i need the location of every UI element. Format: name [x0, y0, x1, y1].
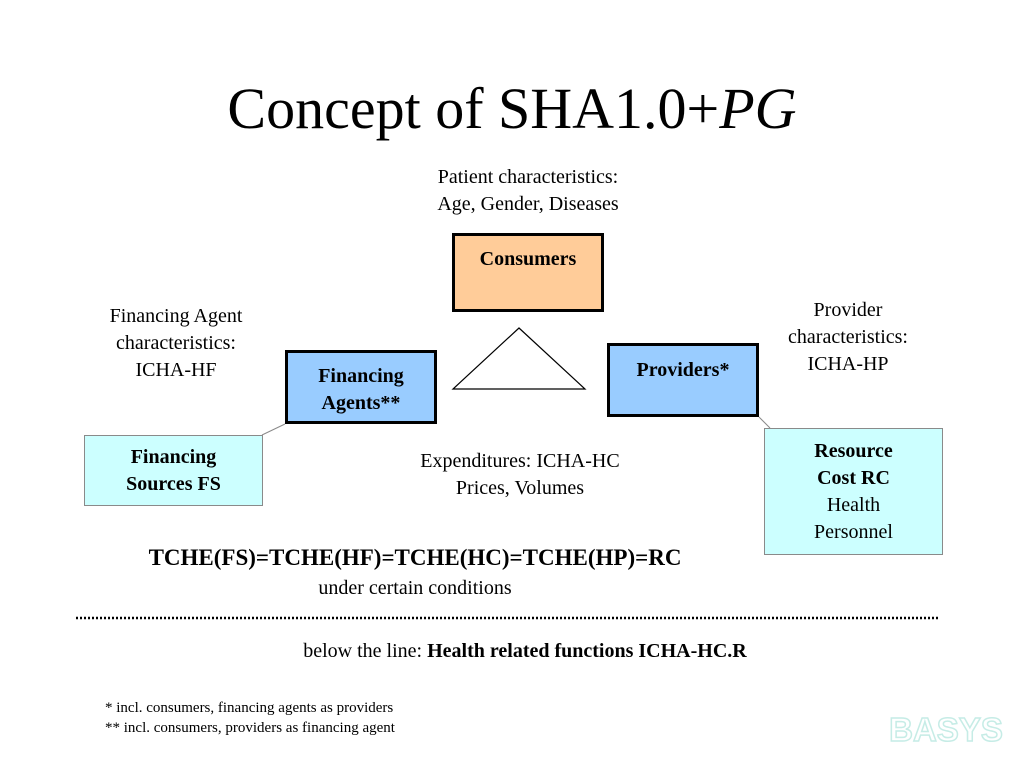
- expenditures-caption: Expenditures: ICHA-HC Prices, Volumes: [370, 448, 670, 502]
- financing-agents-label-line-2: Agents**: [321, 392, 401, 414]
- provider-caption-line-2: characteristics:: [788, 326, 908, 348]
- basys-logo: BASYS: [888, 711, 1003, 747]
- expenditures-caption-line-1: Expenditures: ICHA-HC: [420, 450, 620, 472]
- financing-sources-label-line-1: Financing: [130, 446, 217, 468]
- connector-providers-to-resource-cost: [758, 416, 771, 429]
- consumers-label: Consumers: [479, 248, 577, 270]
- resource-cost-box: Resource Cost RC Health Personnel: [764, 428, 943, 555]
- page-title: Concept of SHA1.0+PG: [0, 74, 1024, 144]
- providers-box: Providers*: [607, 343, 759, 417]
- provider-characteristics-caption: Provider characteristics: ICHA-HP: [761, 297, 935, 378]
- title-italic-suffix: PG: [719, 76, 797, 141]
- provider-caption-line-3: ICHA-HP: [807, 353, 889, 375]
- below-line-emphasis: Health related functions ICHA-HC.R: [427, 640, 747, 662]
- financing-sources-label-line-2: Sources FS: [126, 473, 221, 495]
- financing-agents-label-line-1: Financing: [318, 365, 404, 387]
- providers-label: Providers*: [636, 359, 730, 381]
- consumers-box: Consumers: [452, 233, 604, 312]
- footnote-financing-agent: ** incl. consumers, providers as financi…: [105, 720, 395, 736]
- financing-sources-box: Financing Sources FS: [84, 435, 263, 506]
- patient-characteristics-caption: Patient characteristics: Age, Gender, Di…: [378, 164, 678, 218]
- connector-financing-agents-to-sources: [261, 423, 286, 436]
- equation-conditions: under certain conditions: [318, 577, 512, 599]
- below-the-line-note: below the line: Health related functions…: [0, 638, 1024, 665]
- financing-agent-caption-line-2: characteristics:: [116, 332, 236, 354]
- expenditures-caption-line-2: Prices, Volumes: [455, 477, 585, 499]
- financing-agent-caption-line-1: Financing Agent: [109, 305, 243, 327]
- tche-equation: TCHE(FS)=TCHE(HF)=TCHE(HC)=TCHE(HP)=RC: [148, 545, 682, 570]
- provider-caption-line-1: Provider: [813, 299, 883, 321]
- resource-cost-label-line-1: Resource: [814, 440, 893, 462]
- patient-caption-line-2: Age, Gender, Diseases: [437, 193, 619, 215]
- footnote-providers: * incl. consumers, financing agents as p…: [105, 700, 394, 716]
- basys-logo-text: BASYS: [889, 711, 1003, 747]
- resource-cost-detail-line-1: Health: [826, 494, 881, 516]
- financing-agent-caption-line-3: ICHA-HF: [135, 359, 217, 381]
- center-triangle: [451, 327, 587, 390]
- title-main: Concept of SHA1.0+: [227, 76, 720, 141]
- financing-agent-characteristics-caption: Financing Agent characteristics: ICHA-HF: [76, 303, 276, 384]
- resource-cost-detail-line-2: Personnel: [814, 521, 893, 543]
- patient-caption-line-1: Patient characteristics:: [437, 166, 619, 188]
- financing-agents-box: Financing Agents**: [285, 350, 437, 424]
- below-line-prefix: below the line:: [303, 640, 428, 662]
- resource-cost-label-line-2: Cost RC: [817, 467, 890, 489]
